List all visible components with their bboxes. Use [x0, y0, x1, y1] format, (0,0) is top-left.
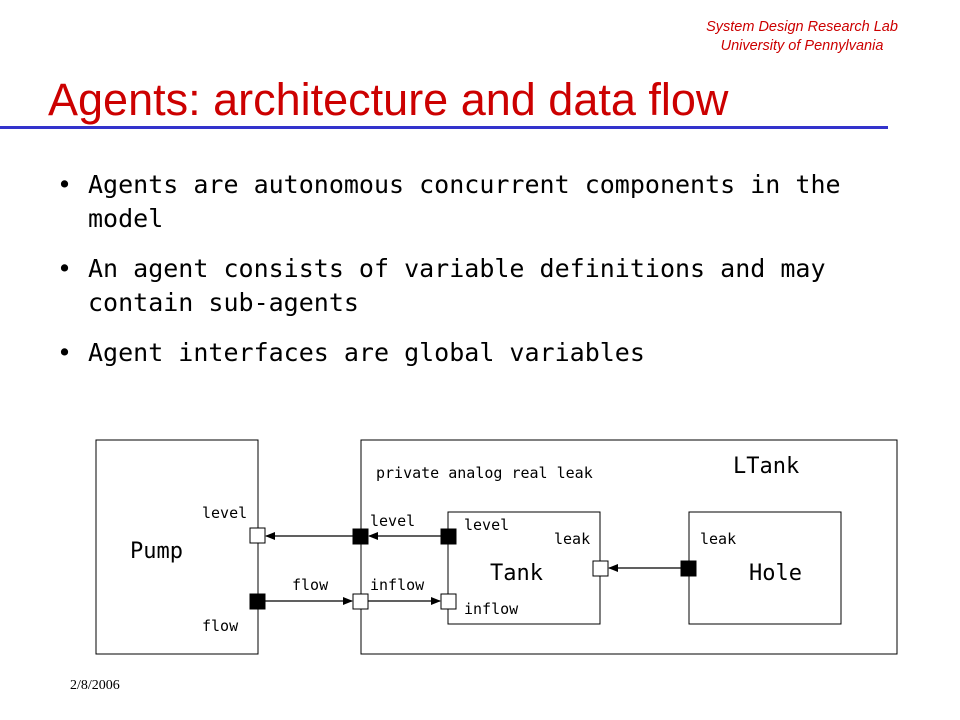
slide-date: 2/8/2006 — [70, 678, 120, 693]
bullet-dot: • — [57, 254, 73, 283]
lab-name: System Design Research Lab — [706, 19, 898, 35]
tank-level-output-port — [440, 528, 457, 545]
pump-level-input-port — [249, 527, 266, 544]
pump-flow-output-port — [249, 593, 266, 610]
tank-inflow-input-port — [440, 593, 457, 610]
bullet-dot: • — [57, 338, 73, 367]
bullet-text: An agent consists of variable definition… — [88, 254, 826, 317]
pump-agent-box — [95, 439, 259, 655]
tank-level-label: level — [464, 516, 509, 534]
ltank-private-declaration: private analog real leak — [376, 464, 593, 482]
bullet-list: • Agents are autonomous concurrent compon… — [55, 168, 915, 386]
bullet-item: • Agents are autonomous concurrent compon… — [55, 168, 915, 236]
bullet-item: • An agent consists of variable definitio… — [55, 252, 915, 320]
ltank-inflow-label: inflow — [370, 576, 425, 594]
hole-leak-output-port — [680, 560, 697, 577]
ltank-level-output-port — [352, 528, 369, 545]
tank-leak-input-port — [592, 560, 609, 577]
tank-inflow-label: inflow — [464, 600, 519, 618]
tank-leak-label: leak — [554, 530, 590, 548]
ltank-level-label: level — [370, 512, 415, 530]
bullet-text: Agents are autonomous concurrent compone… — [88, 170, 841, 233]
bullet-text: Agent interfaces are global variables — [88, 338, 645, 367]
slide-title: Agents: architecture and data flow — [48, 74, 729, 125]
ltank-inflow-input-port — [352, 593, 369, 610]
ltank-agent-box — [360, 439, 898, 655]
pump-level-label: level — [202, 504, 247, 522]
flow-wire-label: flow — [292, 576, 329, 594]
title-underline — [0, 126, 888, 129]
hole-leak-label: leak — [700, 530, 736, 548]
university-name: University of Pennylvania — [720, 38, 884, 54]
bullet-item: • Agent interfaces are global variables — [55, 336, 915, 370]
pump-flow-label: flow — [202, 617, 239, 635]
pump-agent-label: Pump — [130, 539, 183, 564]
tank-agent-label: Tank — [490, 561, 543, 586]
hole-agent-label: Hole — [749, 561, 802, 586]
ltank-agent-label: LTank — [733, 454, 799, 479]
bullet-dot: • — [57, 170, 73, 199]
lab-affiliation: System Design Research Lab University of… — [672, 18, 932, 56]
